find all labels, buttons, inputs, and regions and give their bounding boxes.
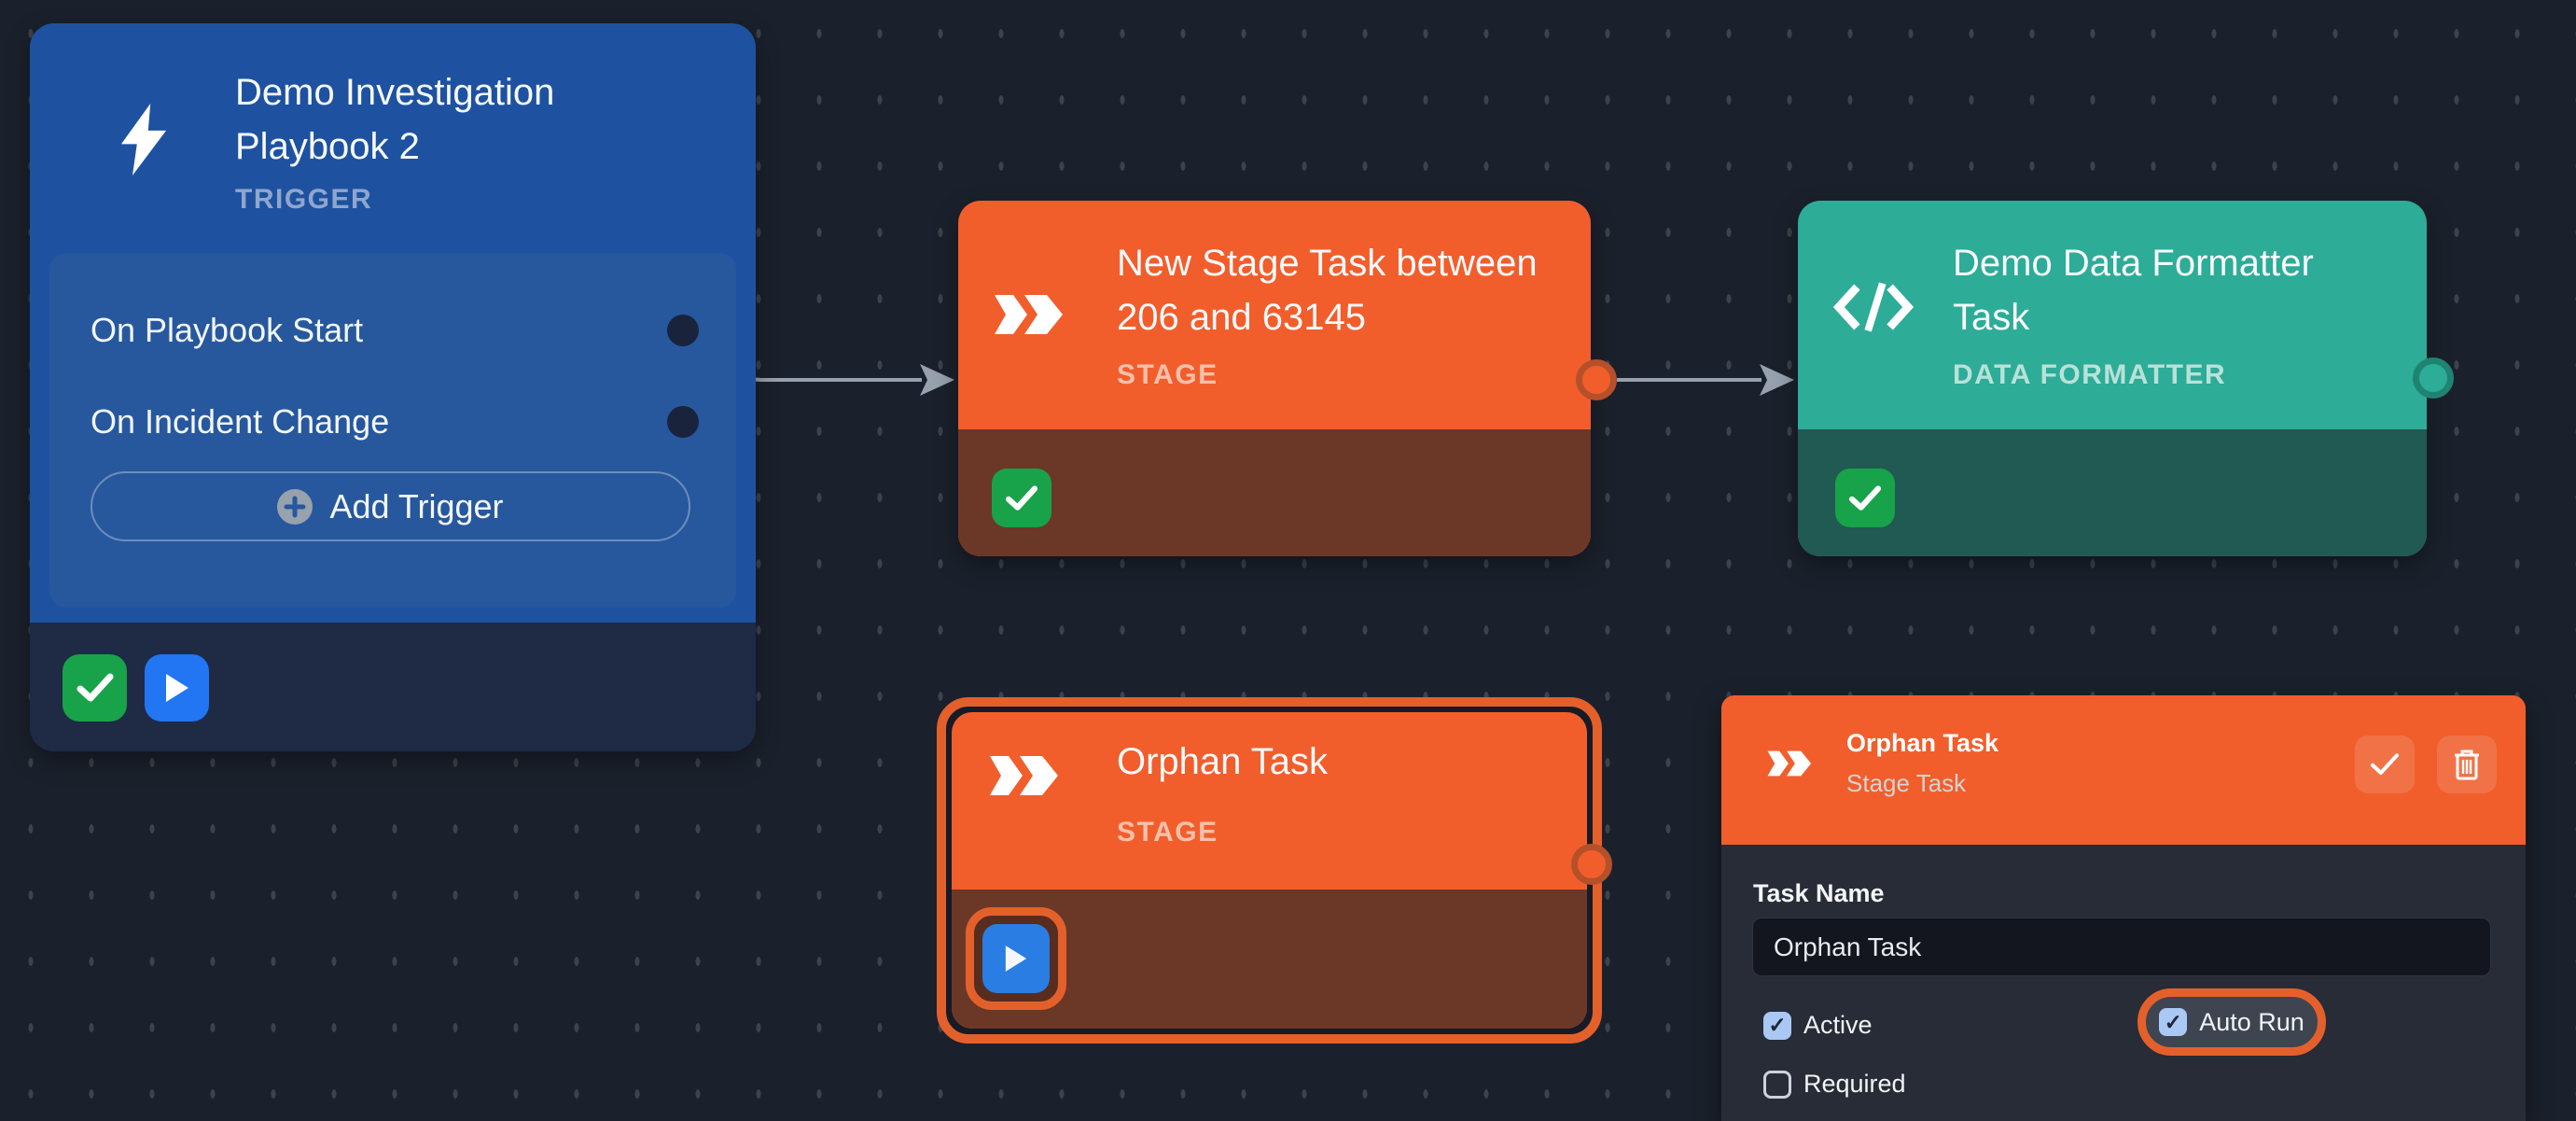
- run-button[interactable]: [145, 654, 209, 722]
- panel-title: Orphan Task: [1846, 729, 1999, 757]
- confirm-button[interactable]: [2355, 736, 2415, 793]
- trigger-list-panel: On Playbook Start On Incident Change Add…: [49, 253, 736, 608]
- validate-button[interactable]: [992, 469, 1051, 527]
- active-checkbox-row: ✓ Active: [1763, 1011, 1873, 1040]
- task-name-label: Task Name: [1753, 879, 1885, 907]
- run-button[interactable]: [982, 924, 1050, 993]
- required-checkbox[interactable]: [1763, 1070, 1791, 1099]
- check-icon: [2370, 753, 2400, 775]
- add-trigger-button[interactable]: Add Trigger: [91, 471, 690, 541]
- orphan-node-type: STAGE: [1117, 817, 1218, 848]
- orphan-node-title: Orphan Task: [1117, 741, 1329, 782]
- arrowhead-icon: [920, 364, 954, 396]
- trash-icon: [2455, 750, 2479, 780]
- double-chevron-icon: [990, 756, 1058, 795]
- validate-button[interactable]: [63, 654, 127, 722]
- orphan-node-footer: [952, 890, 1587, 1029]
- task-detail-header: Orphan Task Stage Task: [1721, 695, 2526, 845]
- play-icon: [1005, 946, 1027, 972]
- play-icon: [165, 674, 188, 702]
- stage-node-type: STAGE: [1117, 359, 1218, 390]
- check-icon: [77, 673, 113, 702]
- output-port[interactable]: [667, 406, 699, 438]
- trigger-row-label: On Incident Change: [91, 402, 390, 441]
- code-icon: [1833, 282, 1914, 332]
- required-checkbox-label: Required: [1803, 1070, 1906, 1098]
- orphan-task-node[interactable]: Orphan Task STAGE: [952, 712, 1587, 1029]
- formatter-node-title: Demo Data Formatter Task: [1953, 243, 2314, 338]
- stage-node-footer: [958, 429, 1591, 556]
- output-port[interactable]: [2413, 357, 2454, 399]
- active-checkbox[interactable]: ✓: [1763, 1011, 1791, 1040]
- double-chevron-icon: [995, 295, 1063, 334]
- check-icon: [1005, 484, 1038, 511]
- double-chevron-icon: [1767, 750, 1812, 777]
- data-formatter-node[interactable]: Demo Data Formatter Task DATA FORMATTER: [1798, 201, 2427, 556]
- trigger-row-on-incident-change[interactable]: On Incident Change: [49, 392, 736, 452]
- task-name-input[interactable]: [1752, 918, 2491, 976]
- auto-run-highlight-ring: ✓ Auto Run: [2137, 988, 2326, 1056]
- arrowhead-icon: [1760, 364, 1794, 396]
- plus-circle-icon: [277, 488, 313, 525]
- run-button-highlight-ring: [966, 907, 1066, 1010]
- trigger-node-footer: [30, 623, 756, 751]
- output-port[interactable]: [667, 315, 699, 346]
- panel-subtitle: Stage Task: [1846, 769, 1967, 797]
- validate-button[interactable]: [1835, 469, 1895, 527]
- orphan-node-selection-ring: Orphan Task STAGE: [937, 697, 1602, 1044]
- stage-task-node[interactable]: New Stage Task between 206 and 63145 STA…: [958, 201, 1591, 556]
- task-detail-panel: Orphan Task Stage Task Task Name ✓: [1721, 695, 2526, 1121]
- auto-run-checkbox-label: Auto Run: [2199, 1007, 2304, 1036]
- trigger-node-type: TRIGGER: [235, 184, 373, 215]
- add-trigger-label: Add Trigger: [329, 486, 504, 525]
- output-port[interactable]: [1576, 359, 1617, 400]
- trigger-row-label: On Playbook Start: [91, 311, 364, 349]
- check-icon: [1848, 484, 1882, 511]
- output-port[interactable]: [1571, 844, 1612, 885]
- delete-button[interactable]: [2437, 736, 2497, 793]
- formatter-node-type: DATA FORMATTER: [1953, 359, 2227, 390]
- formatter-node-footer: [1798, 429, 2427, 556]
- stage-node-title: New Stage Task between 206 and 63145: [1117, 243, 1538, 338]
- active-checkbox-label: Active: [1803, 1011, 1873, 1039]
- trigger-row-on-playbook-start[interactable]: On Playbook Start: [49, 301, 736, 360]
- auto-run-checkbox[interactable]: ✓: [2159, 1008, 2188, 1036]
- lightning-bolt-icon: [120, 104, 167, 175]
- trigger-node[interactable]: Demo Investigation Playbook 2 TRIGGER On…: [30, 23, 756, 751]
- required-checkbox-row: Required: [1763, 1070, 1906, 1099]
- trigger-node-title: Demo Investigation Playbook 2: [235, 72, 555, 167]
